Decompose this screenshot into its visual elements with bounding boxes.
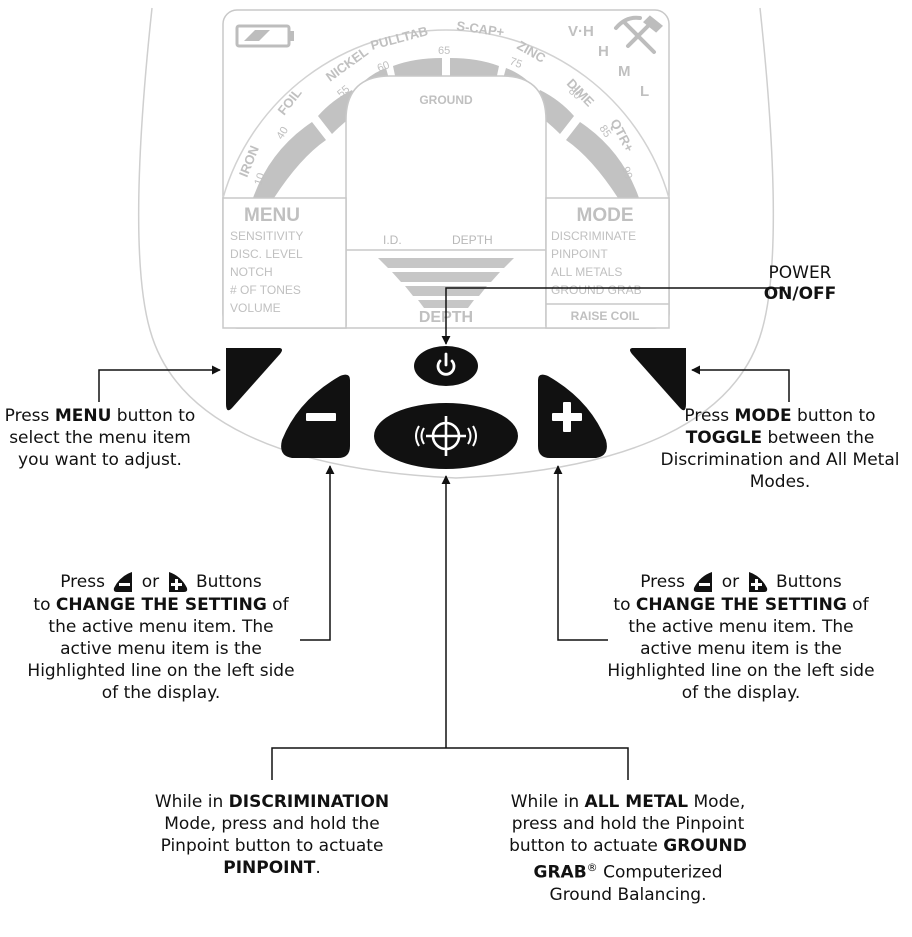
pinpoint-callout-line (271, 476, 629, 780)
mode-panel: MODE DISCRIMINATE PINPOINT ALL METALS GR… (545, 197, 670, 329)
note-text: . (315, 858, 321, 878)
scale-number: 75 (508, 56, 524, 71)
plus-button-icon (167, 570, 189, 594)
ground-label: GROUND (419, 93, 473, 107)
scale-number: 60 (376, 59, 392, 75)
menu-item: NOTCH (230, 265, 273, 279)
note-text: Mode, press and hold the Pinpoint button… (160, 814, 384, 856)
raise-coil-label: RAISE COIL (571, 309, 640, 323)
note-text: Buttons (775, 572, 842, 592)
minus-button-icon (692, 570, 714, 594)
plus-button-icon (747, 570, 769, 594)
menu-item: DISC. LEVEL (230, 247, 303, 261)
minus-button-icon (112, 570, 134, 594)
note-text: Press (4, 406, 55, 426)
note-bold: CHANGE THE SETTING (635, 595, 847, 615)
note-text: Computerized Ground Balancing. (549, 862, 723, 905)
mode-item: ALL METALS (551, 265, 622, 279)
plus-change-note: Press or Buttons to CHANGE THE SETTING o… (606, 570, 876, 704)
power-label-line1: POWER (768, 263, 832, 283)
power-button[interactable] (414, 346, 478, 386)
plus-button[interactable] (538, 374, 607, 458)
note-text: to (33, 595, 56, 615)
depth-label: DEPTH (452, 233, 493, 247)
sens-level-l: L (640, 83, 649, 100)
scale-number: 85 (597, 123, 614, 140)
menu-item: # OF TONES (230, 283, 301, 297)
plus-callout-line (553, 465, 608, 641)
menu-button-note: Press MENU button to select the menu ite… (0, 405, 200, 471)
note-bold: GROUND GRAB (533, 836, 747, 883)
minus-button[interactable] (281, 374, 350, 458)
housing-outline (137, 7, 775, 479)
note-bold: DISCRIMINATION (228, 792, 390, 812)
sens-level-vh: V·H (568, 23, 594, 40)
sens-level-h: H (598, 43, 609, 60)
power-label-line2: ON/OFF (763, 284, 837, 304)
pinpoint-button[interactable] (374, 403, 518, 469)
scale-number: 65 (438, 45, 450, 57)
menu-button[interactable] (226, 348, 282, 411)
note-bold: CHANGE THE SETTING (55, 595, 267, 615)
scale-number: 40 (274, 125, 291, 142)
discrimination-note: While in DISCRIMINATION Mode, press and … (147, 791, 397, 879)
note-text: button to select the menu item you want … (9, 406, 196, 470)
note-bold: MENU (54, 406, 112, 426)
note-text: Mode, press and hold the Pinpoint button… (509, 792, 746, 856)
mode-item: PINPOINT (551, 247, 608, 261)
lcd-display: GROUND IRON FOIL NICKEL PULLTAB S-CAP+ Z… (222, 9, 670, 329)
note-text: Press (684, 406, 735, 426)
arc-segment-iron (253, 122, 326, 198)
id-label: I.D. (383, 233, 402, 247)
mode-item: GROUND GRAB (551, 283, 642, 297)
note-text: or (721, 572, 740, 592)
menu-title: MENU (244, 205, 300, 226)
mode-button[interactable] (630, 348, 686, 411)
mode-title: MODE (577, 205, 634, 226)
power-icon (436, 359, 456, 376)
note-text: Press (640, 572, 685, 592)
menu-item: VOLUME (230, 301, 281, 315)
minus-callout-line (300, 465, 335, 641)
note-text: to (613, 595, 636, 615)
note-text: button to (791, 406, 876, 426)
sens-level-m: M (618, 63, 631, 80)
note-text: Buttons (195, 572, 262, 592)
all-metal-note: While in ALL METAL Mode, press and hold … (508, 791, 748, 906)
note-bold: PINPOINT (223, 858, 316, 878)
id-scale-numbers: 10 40 55 60 65 75 80 85 99 (252, 45, 634, 187)
scale-number: 99 (619, 165, 634, 180)
note-bold: MODE (734, 406, 792, 426)
sensitivity-level-labels: V·H H M L (568, 23, 649, 100)
battery-icon (235, 24, 294, 48)
note-reg: ® (586, 861, 598, 874)
scale-number: 10 (252, 172, 267, 187)
mode-item: DISCRIMINATE (551, 229, 636, 243)
power-callout-line (441, 287, 785, 345)
callout-lines (98, 287, 790, 780)
crosshair-icon (415, 416, 477, 456)
arc-segment-qtr (566, 122, 639, 198)
mode-callout-line (691, 365, 790, 402)
target-label-scap: S-CAP+ (456, 18, 506, 40)
menu-panel: MENU SENSITIVITY DISC. LEVEL NOTCH # OF … (222, 197, 347, 329)
minus-change-note: Press or Buttons to CHANGE THE SETTING o… (26, 570, 296, 704)
note-text: While in (154, 792, 229, 812)
note-text: or (141, 572, 160, 592)
power-label: POWER ON/OFF (740, 263, 860, 305)
mode-button-note: Press MODE button to TOGGLE between the … (655, 405, 905, 493)
note-text: of the active menu item. The active menu… (27, 595, 295, 703)
menu-callout-line (98, 365, 221, 402)
pick-shovel-icon (614, 15, 663, 54)
arc-outer (222, 29, 670, 199)
note-text: between the Discrimination and All Metal… (660, 428, 900, 492)
note-text: While in (510, 792, 585, 812)
note-text: Press (60, 572, 105, 592)
note-text: of the active menu item. The active menu… (607, 595, 875, 703)
menu-item: SENSITIVITY (230, 229, 303, 243)
note-bold: TOGGLE (685, 428, 763, 448)
note-bold: ALL METAL (584, 792, 689, 812)
